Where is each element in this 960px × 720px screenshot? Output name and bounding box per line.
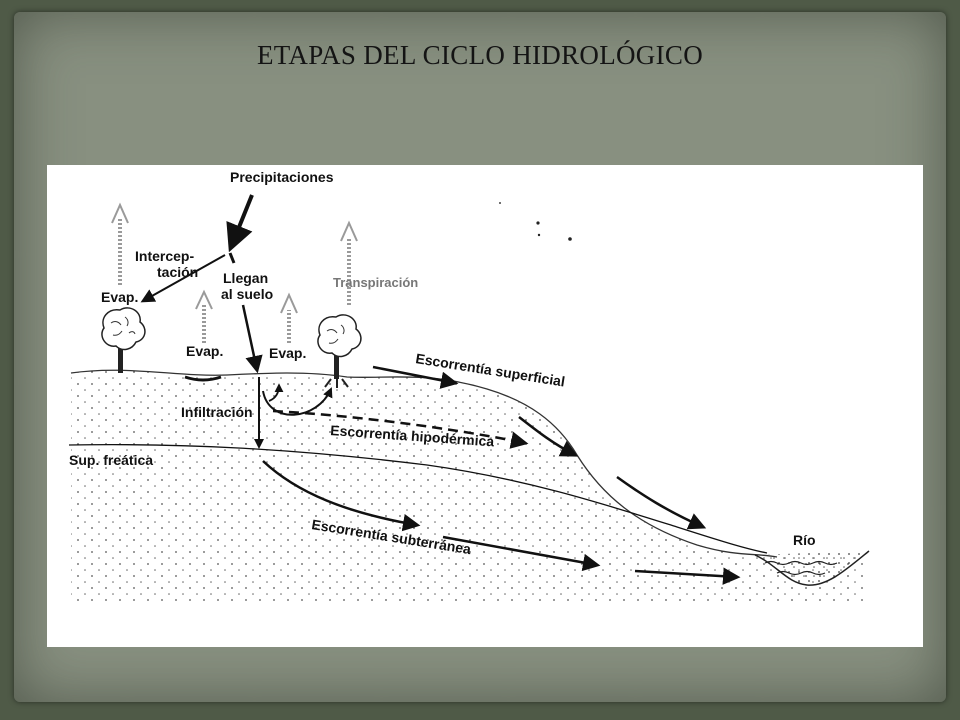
surface-runoff-arrow-1: [372, 365, 459, 389]
label-precipitaciones: Precipitaciones: [230, 169, 334, 185]
scan-speck: [536, 221, 540, 225]
hydrologic-cycle-diagram: Precipitaciones Intercep- tación Evap. L…: [47, 165, 923, 647]
precipitation-arrow: [226, 194, 254, 253]
groundwater-flow-arrow-3: [634, 567, 741, 585]
groundwater-flow-arrow-1: [262, 460, 421, 532]
label-sup-freatica: Sup. freática: [69, 452, 153, 468]
water-table-line: [68, 443, 768, 554]
tree-left-icon: [101, 307, 146, 373]
evaporation-arrow-tree: [111, 202, 129, 285]
tree-right-icon: [317, 314, 362, 388]
label-transpiracion: Transpiración: [333, 275, 418, 290]
evaporation-arrow-ground-left: [195, 289, 213, 343]
soil-body: [71, 370, 867, 605]
scan-speck: [568, 237, 572, 241]
label-evap-ground-left: Evap.: [186, 343, 223, 359]
precipitation-split-tick: [228, 252, 236, 264]
label-intercepcion-1: Intercep-: [135, 248, 194, 264]
label-rio: Río: [793, 532, 816, 548]
surface-runoff-arrow-3: [616, 475, 707, 530]
label-intercepcion-2: tación: [157, 264, 198, 280]
label-evap-tree: Evap.: [101, 289, 138, 305]
root-uptake-arrow: [262, 387, 333, 416]
river-water: [764, 560, 838, 576]
scan-speck: [537, 233, 541, 237]
river-bed: [754, 550, 870, 586]
interception-arrow: [140, 254, 226, 303]
slide-title: ETAPAS DEL CICLO HIDROLÓGICO: [257, 40, 703, 70]
scan-speck: [499, 202, 501, 204]
label-evap-ground-right: Evap.: [269, 345, 306, 361]
reach-ground-arrow: [241, 304, 263, 374]
soil-evaporation-curl: [268, 383, 284, 402]
transpiration-arrow: [340, 220, 358, 305]
surface-runoff-arrow-2: [518, 416, 579, 457]
label-llegan-2: al suelo: [221, 286, 273, 302]
soil-surface-line: [70, 369, 778, 558]
groundwater-flow-arrow-2: [442, 535, 601, 572]
puddle-mark: [184, 375, 222, 382]
label-llegan-1: Llegan: [223, 270, 268, 286]
evaporation-arrow-ground-right: [280, 292, 298, 343]
label-infiltracion: Infiltración: [181, 404, 253, 420]
